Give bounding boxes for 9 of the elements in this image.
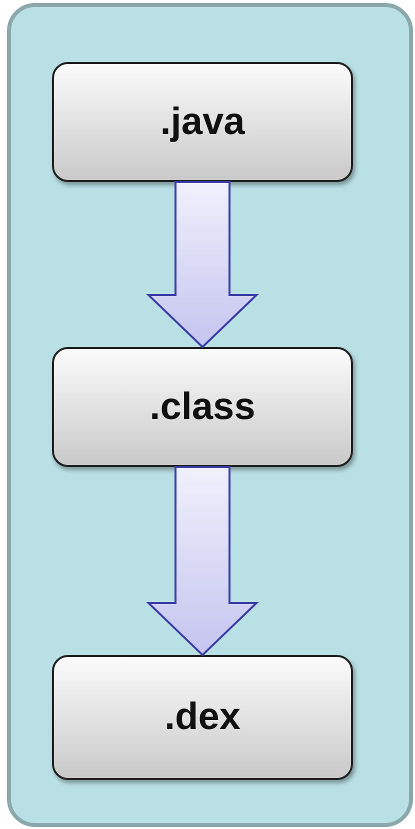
file-extension-label: .dex <box>164 696 241 739</box>
block-arrow <box>146 181 259 348</box>
file-extension-label: .class <box>150 386 256 428</box>
block-arrow <box>146 466 259 656</box>
file-box <box>52 347 353 467</box>
file-extension-label: .java <box>160 100 245 144</box>
container-panel <box>7 3 413 827</box>
file-box <box>52 655 353 780</box>
file-box <box>52 62 353 182</box>
